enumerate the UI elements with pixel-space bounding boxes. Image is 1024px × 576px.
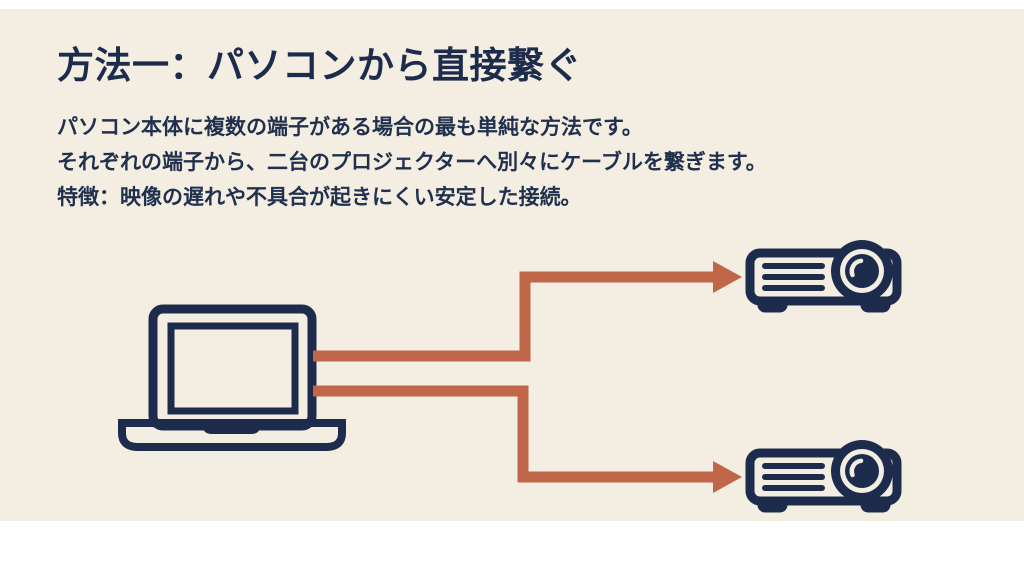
laptop-icon — [118, 304, 346, 451]
projector-icon-bottom — [750, 440, 897, 509]
cable-arrow-bottom — [313, 385, 742, 493]
cable-arrow-top — [313, 261, 742, 362]
arrow-right-icon — [713, 261, 742, 293]
body-line: 特徴：映像の遅れや不具合が起きにくい安定した接続。 — [57, 186, 582, 209]
projector-icon-top — [750, 240, 897, 309]
arrow-right-icon — [713, 461, 742, 493]
body-line: それぞれの端子から、二台のプロジェクターへ別々にケーブルを繋ぎます。 — [57, 151, 767, 174]
slide-title: 方法一：パソコンから直接繋ぐ — [57, 45, 582, 86]
slide-body: パソコン本体に複数の端子がある場合の最も単純な方法です。 それぞれの端子から、二… — [57, 110, 767, 215]
body-line: パソコン本体に複数の端子がある場合の最も単純な方法です。 — [57, 116, 643, 139]
